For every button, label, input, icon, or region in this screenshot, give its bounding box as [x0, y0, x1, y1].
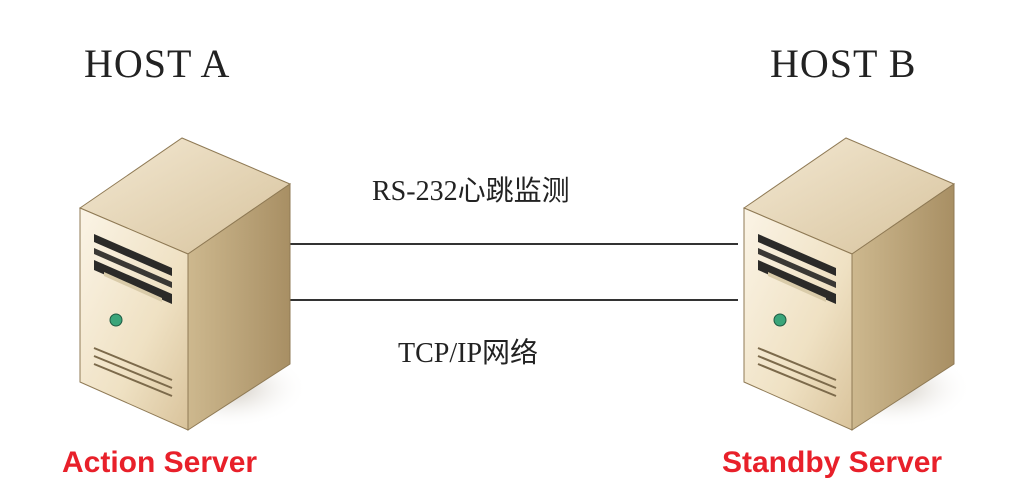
- host-b-role-label: Standby Server: [722, 446, 943, 479]
- heartbeat-link-label: RS-232心跳监测: [372, 176, 570, 207]
- heartbeat-link-line: [290, 243, 738, 245]
- network-link-label: TCP/IP网络: [398, 338, 539, 369]
- host-a-title: HOST A: [84, 41, 231, 86]
- network-link-line: [290, 299, 738, 301]
- host-a-role-label: Action Server: [62, 446, 258, 479]
- server-a-icon: [78, 137, 308, 431]
- server-b-icon: [742, 137, 972, 431]
- host-b-title: HOST B: [770, 41, 917, 86]
